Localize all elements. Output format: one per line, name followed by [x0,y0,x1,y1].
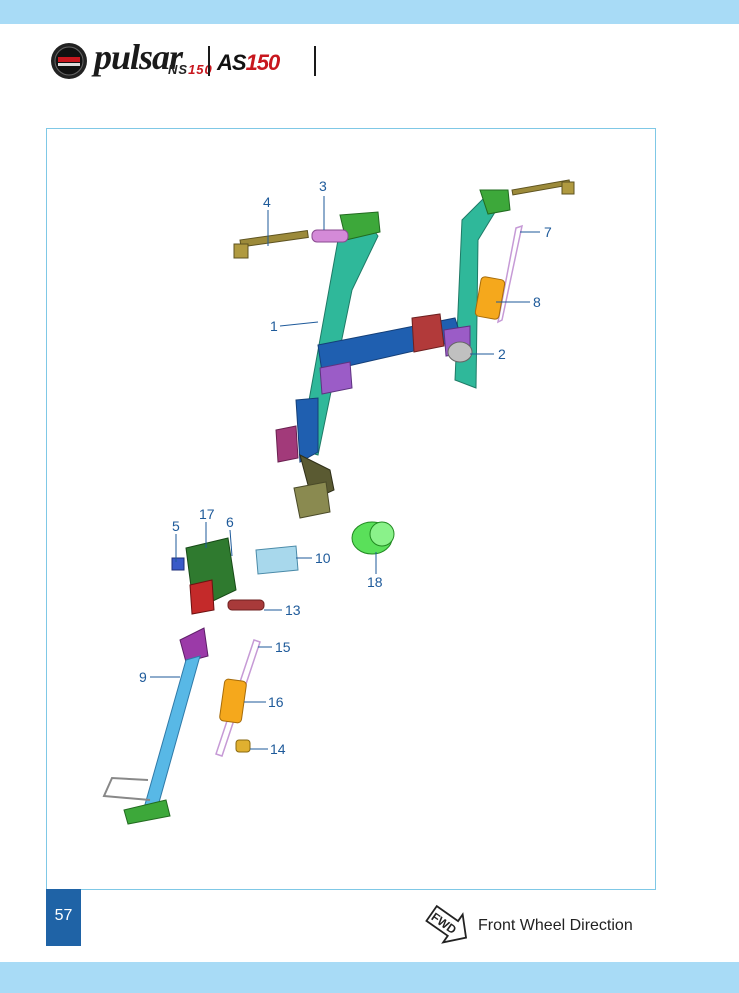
page-number: 57 [54,907,73,924]
callout-13: 13 [285,602,301,618]
brand-wordmark: pulsar [94,37,183,77]
callout-6: 6 [226,514,234,530]
callout-14: 14 [270,741,286,757]
brand-divider-end [314,46,316,76]
top-color-band [0,0,739,24]
side-stand [102,537,299,825]
page-number-box: 57 [46,889,81,946]
brand-header: pulsar NS150 AS150 [50,37,330,84]
callout-9: 9 [139,669,147,685]
callout-5: 5 [172,518,180,534]
callout-7: 7 [544,224,552,240]
callout-4: 4 [263,194,271,210]
callout-2: 2 [498,346,506,362]
callout-10: 10 [315,550,331,566]
callout-18: 18 [367,574,383,590]
fwd-arrow-icon: FWD [425,904,468,944]
main-stand [275,189,511,519]
bottom-color-band [0,962,739,993]
model-as-label: AS150 [217,50,280,75]
callout-8: 8 [533,294,541,310]
brand-divider [208,46,210,76]
callout-1: 1 [270,318,278,334]
callout-3: 3 [319,178,327,194]
callout-16: 16 [268,694,284,710]
bolt-parts [233,179,575,259]
front-wheel-direction-label: Front Wheel Direction [478,917,633,934]
callout-15: 15 [275,639,291,655]
leader-lines [150,196,540,750]
rubber-grommet [351,521,395,555]
dtsi-seal-logo [51,43,87,79]
callout-17: 17 [199,506,215,522]
main-spring [474,224,524,324]
model-ns-label: NS150 [168,62,213,77]
